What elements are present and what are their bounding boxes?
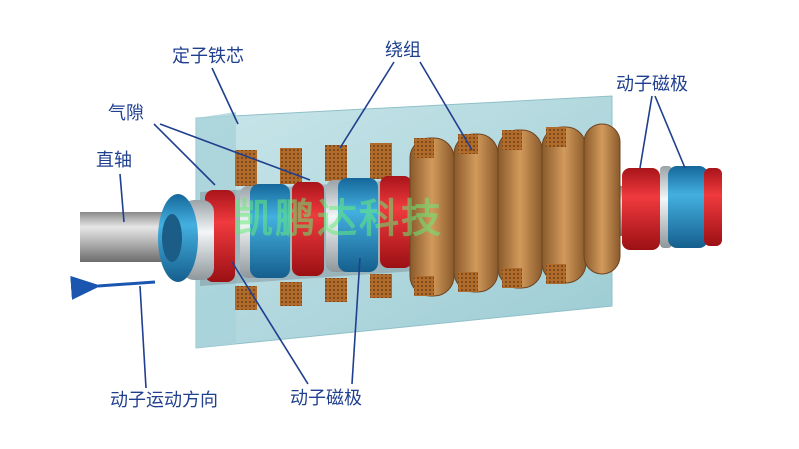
mover-poles-outer: [622, 166, 722, 250]
label-mover-pole-right: 动子磁极: [616, 74, 688, 95]
mover-end-ring: [158, 194, 214, 282]
windings: [409, 123, 621, 297]
label-stator-core: 定子铁芯: [172, 46, 244, 67]
watermark: 凯鹏达科技: [233, 196, 443, 242]
label-motion-direction: 动子运动方向: [110, 390, 218, 411]
label-air-gap: 气隙: [108, 103, 144, 124]
label-straight-shaft: 直轴: [96, 150, 132, 171]
label-winding: 绕组: [385, 40, 421, 61]
leader-lines: [119, 61, 686, 389]
motion-direction-arrow: [70, 275, 156, 300]
lower-slot-teeth: [235, 274, 392, 310]
label-mover-pole-bottom: 动子磁极: [290, 388, 362, 409]
